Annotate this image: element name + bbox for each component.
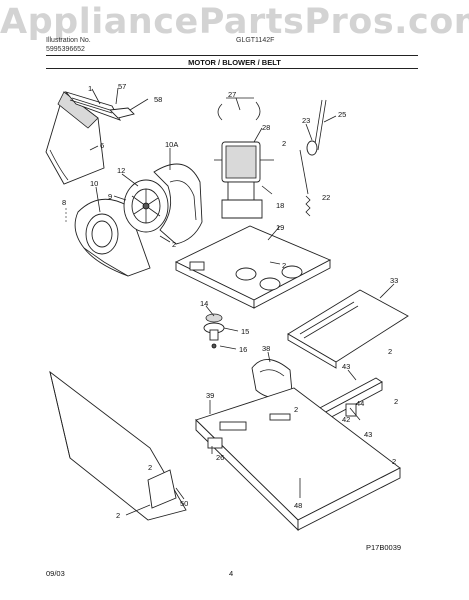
callout-8: 8 <box>62 198 66 207</box>
callout-22: 22 <box>322 193 330 202</box>
callout-25: 25 <box>338 110 346 119</box>
callout-6: 6 <box>100 141 104 150</box>
air-duct <box>251 359 293 398</box>
callout-2-plate: 2 <box>282 261 286 270</box>
callout-23: 23 <box>302 116 310 125</box>
callout-33: 33 <box>390 276 398 285</box>
figure-code: P17B0039 <box>366 543 401 552</box>
belt-rail <box>287 289 409 369</box>
callout-16: 16 <box>239 345 247 354</box>
page-number: 4 <box>229 569 234 578</box>
callout-43-bottom: 43 <box>364 430 372 439</box>
blower-wheel <box>123 179 169 233</box>
illustration-number: 5995396652 <box>46 46 85 53</box>
callout-48: 48 <box>294 501 302 510</box>
callout-58: 58 <box>154 95 162 104</box>
callout-2-bracket: 2 <box>294 405 298 414</box>
illustration-label: Illustration No. <box>46 37 91 44</box>
callout-19: 19 <box>276 223 284 232</box>
callout-43-top: 43 <box>342 362 350 371</box>
base-pan <box>195 387 401 532</box>
callout-2-right: 2 <box>394 397 398 406</box>
callout-2-panel-top: 2 <box>148 463 152 472</box>
side-panel <box>49 370 187 521</box>
callout-10: 10 <box>90 179 98 188</box>
callout-42: 42 <box>342 415 350 424</box>
leader-lines <box>65 87 395 516</box>
header-rule-top <box>46 55 418 56</box>
revision-date: 09/03 <box>46 569 65 578</box>
header-rule-bottom <box>46 68 418 69</box>
model-number: GLGT1142F <box>236 37 275 44</box>
callout-14: 14 <box>200 299 208 308</box>
callout-1: 1 <box>88 84 92 93</box>
callout-38: 38 <box>262 344 270 353</box>
callout-44: 44 <box>356 399 364 408</box>
callout-2-motor: 2 <box>282 139 286 148</box>
callout-2-rail: 2 <box>388 347 392 356</box>
callout-2-blower: 2 <box>172 240 176 249</box>
callout-39: 39 <box>206 391 214 400</box>
callout-10a: 10A <box>165 140 178 149</box>
callout-18: 18 <box>276 201 284 210</box>
drive-motor <box>214 97 274 219</box>
section-title: MOTOR / BLOWER / BELT <box>188 58 281 67</box>
motor-mount-plate <box>174 225 332 309</box>
front-blower-housing <box>153 163 203 245</box>
callout-57: 57 <box>118 82 126 91</box>
callout-27: 27 <box>228 90 236 99</box>
callout-15: 15 <box>241 327 249 336</box>
duct-assembly <box>45 91 135 185</box>
callout-2-pan: 2 <box>392 457 396 466</box>
callout-labels: 1 57 58 6 10A 10 12 9 8 2 27 28 23 25 2 … <box>62 82 398 520</box>
callout-9: 9 <box>108 192 112 201</box>
callout-26: 26 <box>216 453 224 462</box>
callout-12: 12 <box>117 166 125 175</box>
callout-28: 28 <box>262 123 270 132</box>
idler-arm <box>299 99 327 217</box>
pulley-bearing <box>203 313 225 349</box>
callout-2-panel: 2 <box>116 511 120 520</box>
callout-50: 50 <box>180 499 188 508</box>
